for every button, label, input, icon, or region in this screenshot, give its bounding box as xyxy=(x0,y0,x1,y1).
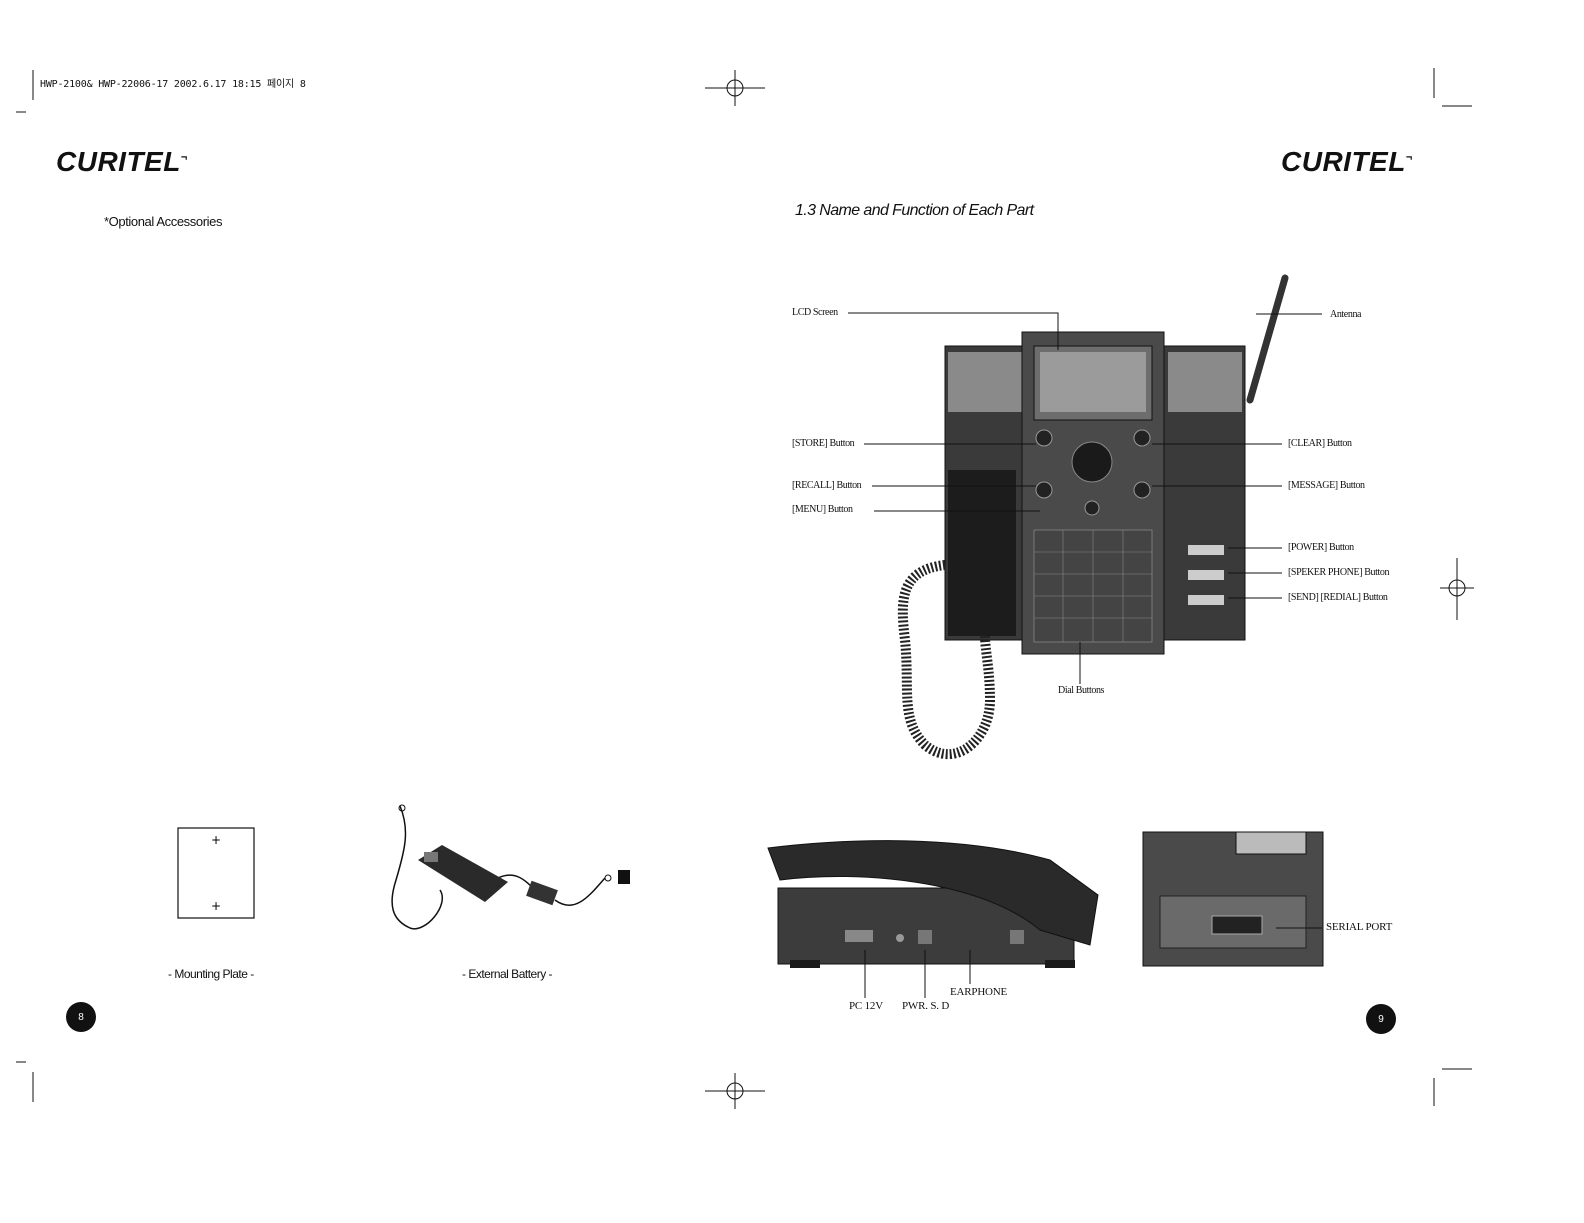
label-pc12v: PC 12V xyxy=(849,1000,883,1012)
label-recall-button: [RECALL] Button xyxy=(792,480,862,491)
brand-logo-text: CURITEL xyxy=(1281,146,1406,177)
svg-text:+: + xyxy=(211,833,221,847)
label-speaker-phone-button: [SPEKER PHONE] Button xyxy=(1288,567,1390,578)
external-battery-caption: - External Battery - xyxy=(462,967,553,981)
label-message-button: [MESSAGE] Button xyxy=(1288,480,1365,491)
label-lcd-screen: LCD Screen xyxy=(792,307,838,318)
label-dial-buttons: Dial Buttons xyxy=(1058,685,1105,696)
brand-logo-left: CURITEL¬ xyxy=(56,146,188,177)
print-header: HWP-2100& HWP-22006-17 2002.6.17 18:15 페… xyxy=(40,79,306,90)
svg-text:+: + xyxy=(211,899,221,913)
mounting-plate-caption: - Mounting Plate - xyxy=(168,967,254,981)
label-menu-button: [MENU] Button xyxy=(792,504,853,515)
label-pwr-sd: PWR. S. D xyxy=(902,1000,950,1012)
brand-logo-text: CURITEL xyxy=(56,146,181,177)
section-title: 1.3 Name and Function of Each Part xyxy=(795,202,1034,219)
page-number-right: 9 xyxy=(1366,1004,1396,1034)
page-number-left: 8 xyxy=(66,1002,96,1032)
label-power-button: [POWER] Button xyxy=(1288,542,1354,553)
label-serial-port: SERIAL PORT xyxy=(1326,921,1393,933)
label-earphone: EARPHONE xyxy=(950,986,1008,998)
label-antenna: Antenna xyxy=(1330,309,1362,320)
label-send-redial-button: [SEND] [REDIAL] Button xyxy=(1288,592,1388,603)
brand-logo-right: CURITEL¬ xyxy=(1281,146,1413,177)
label-clear-button: [CLEAR] Button xyxy=(1288,438,1352,449)
label-store-button: [STORE] Button xyxy=(792,438,855,449)
optional-accessories-heading: *Optional Accessories xyxy=(104,214,223,229)
